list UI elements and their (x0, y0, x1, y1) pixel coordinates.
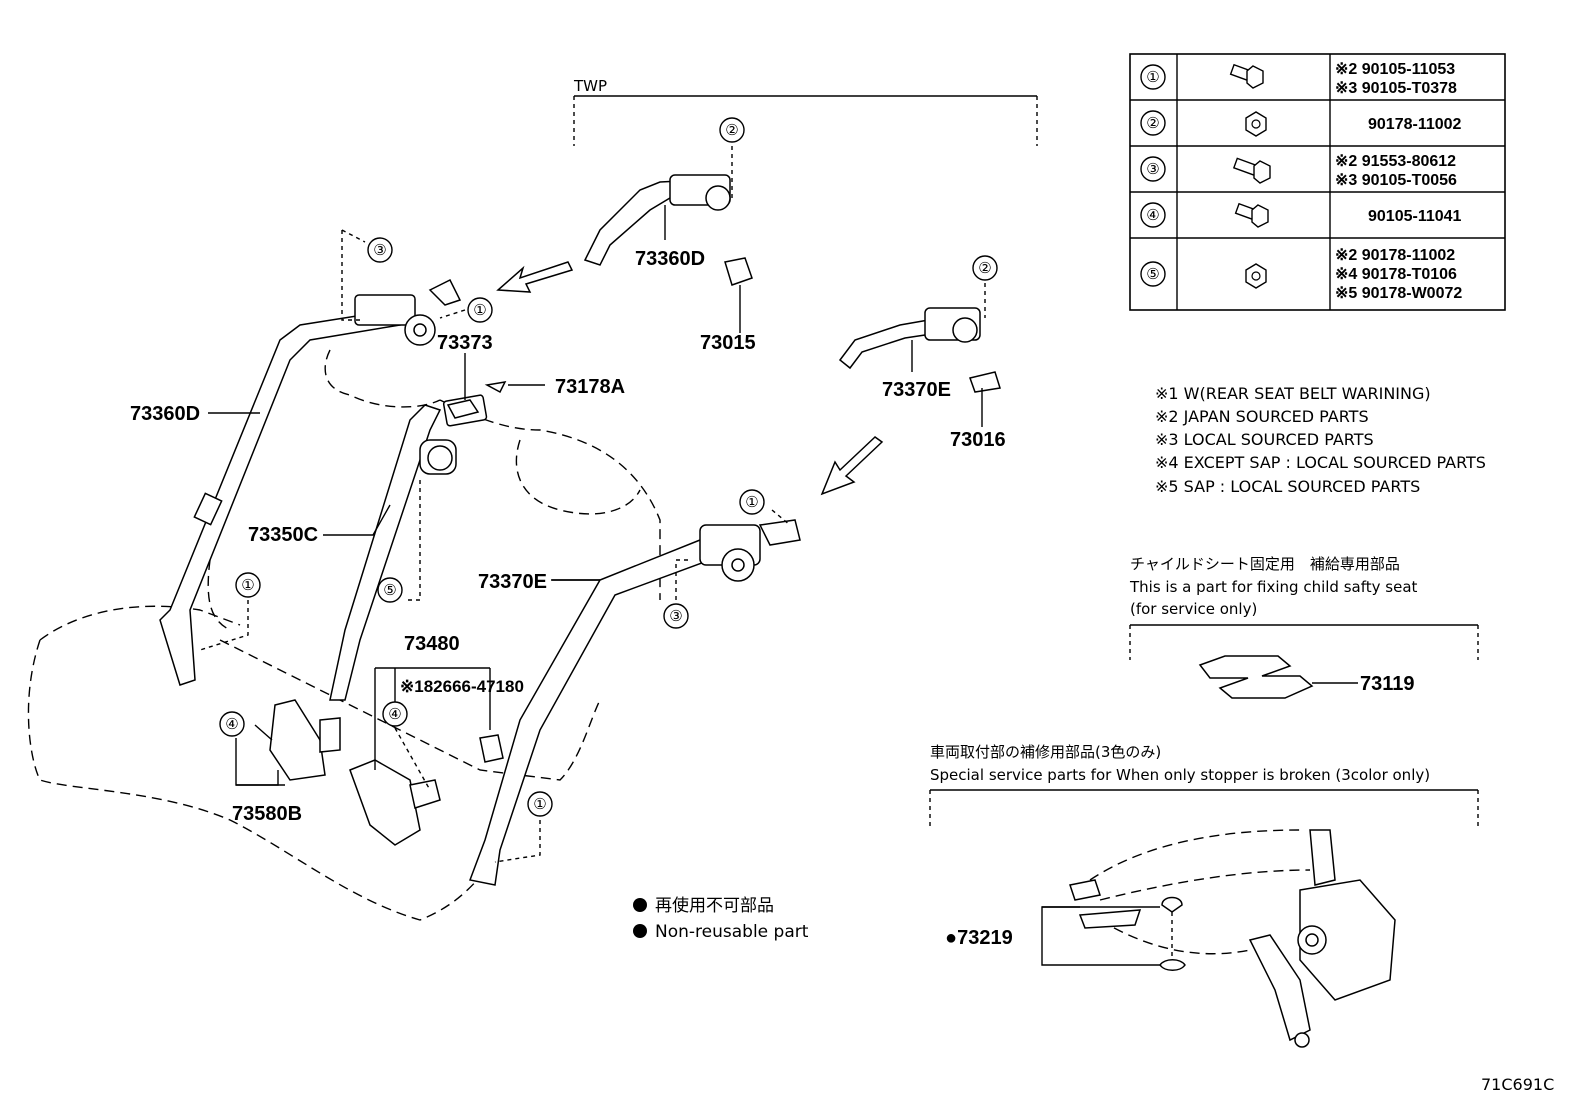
label-73580B: 73580B (232, 803, 302, 825)
table-row-1-part-b: ※3 90105-T0378 (1335, 80, 1457, 97)
plate-73178A (484, 381, 507, 394)
leader-lines (199, 146, 1358, 966)
twp-bracket: TWP (573, 77, 1038, 146)
table-row-4-num: ④ (1146, 206, 1159, 224)
callout-5: ⑤ (383, 581, 396, 599)
label-73016: 73016 (950, 429, 1006, 451)
fastener-table: ① ※2 90105-11053 ※3 90105-T0378 ② 90178-… (1129, 53, 1506, 311)
bolt-icon (1229, 63, 1264, 89)
part-labels: 73360D 73015 73373 73178A 73360D 73370E … (130, 248, 1415, 949)
seat-outline (27, 349, 661, 921)
stopper-section: 車両取付部の補修用部品(3色のみ) Special service parts … (929, 743, 1479, 1048)
twp-label: TWP (573, 77, 607, 95)
note-4: ※4 EXCEPT SAP : LOCAL SOURCED PARTS (1155, 453, 1486, 472)
label-73373: 73373 (437, 332, 493, 354)
table-row-2-part: 90178-11002 (1368, 116, 1462, 133)
child-seat-jp: チャイルドシート固定用 補給専用部品 (1130, 555, 1400, 573)
legend-en: Non-reusable part (655, 922, 809, 942)
belt-73360D-left (159, 278, 462, 686)
arrow-down (820, 436, 884, 496)
table-row-1-num: ① (1146, 68, 1159, 86)
bolt-icon (1232, 157, 1271, 184)
label-73119: 73119 (1360, 673, 1415, 695)
label-73370E-mid: 73370E (478, 571, 547, 593)
callout-3: ③ (669, 607, 682, 625)
nut-icon (1245, 111, 1267, 137)
arrow-left (496, 261, 574, 293)
note-2: ※2 JAPAN SOURCED PARTS (1155, 407, 1369, 426)
belt-73370E-top (838, 307, 1001, 393)
buckle-73580B (269, 699, 341, 781)
child-seat-section: チャイルドシート固定用 補給専用部品 This is a part for fi… (1129, 555, 1479, 699)
label-73178A: 73178A (555, 376, 625, 398)
child-seat-en2: (for service only) (1130, 600, 1257, 618)
nut-icon (1245, 263, 1267, 289)
plate-73373 (446, 399, 480, 419)
diagram-code: 71C691C (1481, 1075, 1554, 1094)
legend-jp: 再使用不可部品 (655, 895, 774, 916)
callout-1: ① (241, 576, 254, 594)
note-1: ※1 W(REAR SEAT BELT WARINING) (1155, 384, 1431, 403)
belt-73370E-main (468, 519, 801, 886)
table-row-5-part-b: ※4 90178-T0106 (1335, 266, 1457, 283)
callout-4: ④ (388, 705, 401, 723)
table-row-5-part-c: ※5 90178-W0072 (1335, 285, 1462, 302)
callout-1: ① (473, 301, 486, 319)
label-73360D-top: 73360D (635, 248, 705, 270)
bolt-icon (1234, 202, 1269, 228)
table-row-1-part-a: ※2 90105-11053 (1335, 61, 1455, 78)
label-73219: ●73219 (945, 927, 1013, 949)
child-seat-en1: This is a part for fixing child safty se… (1129, 578, 1418, 596)
callout-2: ② (978, 259, 991, 277)
notes: ※1 W(REAR SEAT BELT WARINING) ※2 JAPAN S… (1155, 384, 1486, 496)
callout-2: ② (725, 121, 738, 139)
plate-73119 (1198, 655, 1314, 699)
bullet-icon (633, 898, 647, 912)
note-3: ※3 LOCAL SOURCED PARTS (1155, 430, 1374, 449)
stopper-jp: 車両取付部の補修用部品(3色のみ) (930, 743, 1161, 761)
legend: 再使用不可部品 Non-reusable part (633, 895, 809, 942)
belt-73360D-top (583, 174, 753, 286)
callout-4: ④ (225, 715, 238, 733)
label-82666-47180: ※182666-47180 (400, 677, 524, 696)
label-73370E-top: 73370E (882, 379, 951, 401)
table-row-5-part-a: ※2 90178-11002 (1335, 247, 1455, 264)
note-5: ※5 SAP : LOCAL SOURCED PARTS (1155, 477, 1420, 496)
callout-3: ③ (373, 241, 386, 259)
table-row-2-num: ② (1146, 114, 1159, 132)
label-73480: 73480 (404, 633, 460, 655)
callouts: ③ ① ② ② ① ① ⑤ ③ ④ ④ ① (219, 117, 998, 817)
bullet-icon (633, 924, 647, 938)
callout-1: ① (745, 493, 758, 511)
table-row-4-part: 90105-11041 (1368, 208, 1462, 225)
label-73015: 73015 (700, 332, 756, 354)
label-73360D-left: 73360D (130, 403, 200, 425)
label-73350C: 73350C (248, 524, 318, 546)
clip-73219 (1161, 896, 1183, 913)
stopper-en: Special service parts for When only stop… (930, 766, 1430, 784)
table-row-3-part-a: ※2 91553-80612 (1335, 153, 1456, 170)
table-row-3-part-b: ※3 90105-T0056 (1335, 172, 1457, 189)
callout-1: ① (533, 795, 546, 813)
buckle-73480 (349, 734, 504, 846)
table-row-3-num: ③ (1146, 160, 1159, 178)
table-row-5-num: ⑤ (1146, 265, 1159, 283)
